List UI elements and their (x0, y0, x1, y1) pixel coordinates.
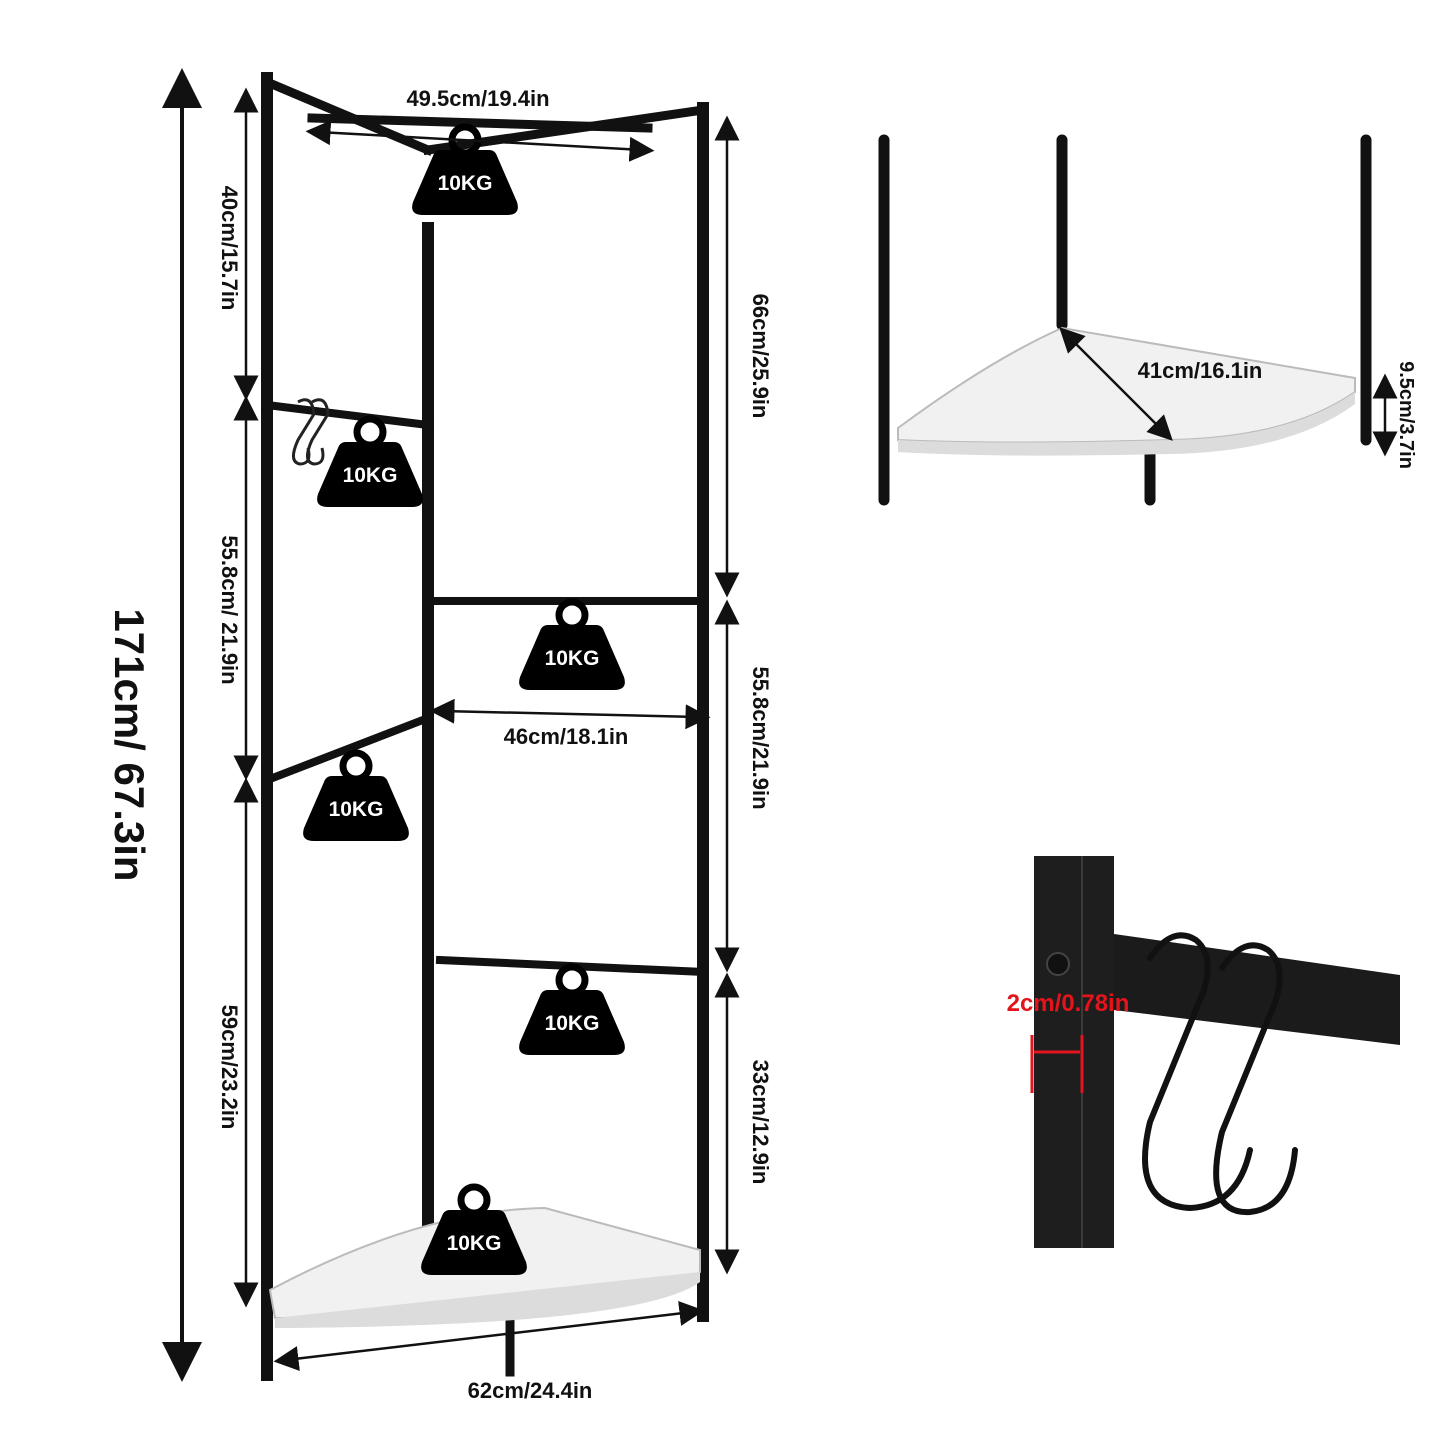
s-hook-icon (292, 398, 330, 466)
top-section-label: 40cm/15.7in (217, 186, 242, 311)
shelf-depth-label: 41cm/16.1in (1138, 358, 1263, 383)
weight-icon (421, 1187, 527, 1275)
weight-label: 10KG (545, 1012, 600, 1035)
base-width-label: 62cm/24.4in (468, 1378, 593, 1403)
weight-label: 10KG (329, 798, 384, 821)
s-hook-icon (1142, 932, 1298, 1216)
top-width-label: 49.5cm/19.4in (406, 86, 549, 111)
upper-right-label: 66cm/25.9in (748, 294, 773, 419)
total-height-label: 171cm/ 67.3in (106, 608, 153, 881)
shelf-height-label: 9.5cm/3.7in (1395, 361, 1417, 469)
weight-label: 10KG (447, 1232, 502, 1255)
rack-frame (261, 72, 709, 1381)
weight-label: 10KG (545, 647, 600, 670)
shelf-detail: 41cm/16.1in 9.5cm/3.7in (878, 134, 1417, 506)
mid-right-label: 55.8cm/21.9in (748, 666, 773, 809)
weight-icon (519, 602, 625, 690)
lower-right-label: 33cm/12.9in (748, 1060, 773, 1185)
weight-icon (303, 753, 409, 841)
weight-label: 10KG (343, 464, 398, 487)
lower-left-label: 59cm/23.2in (217, 1005, 242, 1130)
weight-label: 10KG (438, 172, 493, 195)
arrow-icon (162, 68, 740, 1382)
tube-detail: 2cm/0.78in (1007, 856, 1400, 1248)
shelf-bar-width-label: 46cm/18.1in (504, 724, 629, 749)
mid-left-label: 55.8cm/ 21.9in (217, 535, 242, 684)
tube-width-label: 2cm/0.78in (1007, 990, 1130, 1017)
weight-icon (519, 967, 625, 1055)
weight-icon (317, 419, 423, 507)
